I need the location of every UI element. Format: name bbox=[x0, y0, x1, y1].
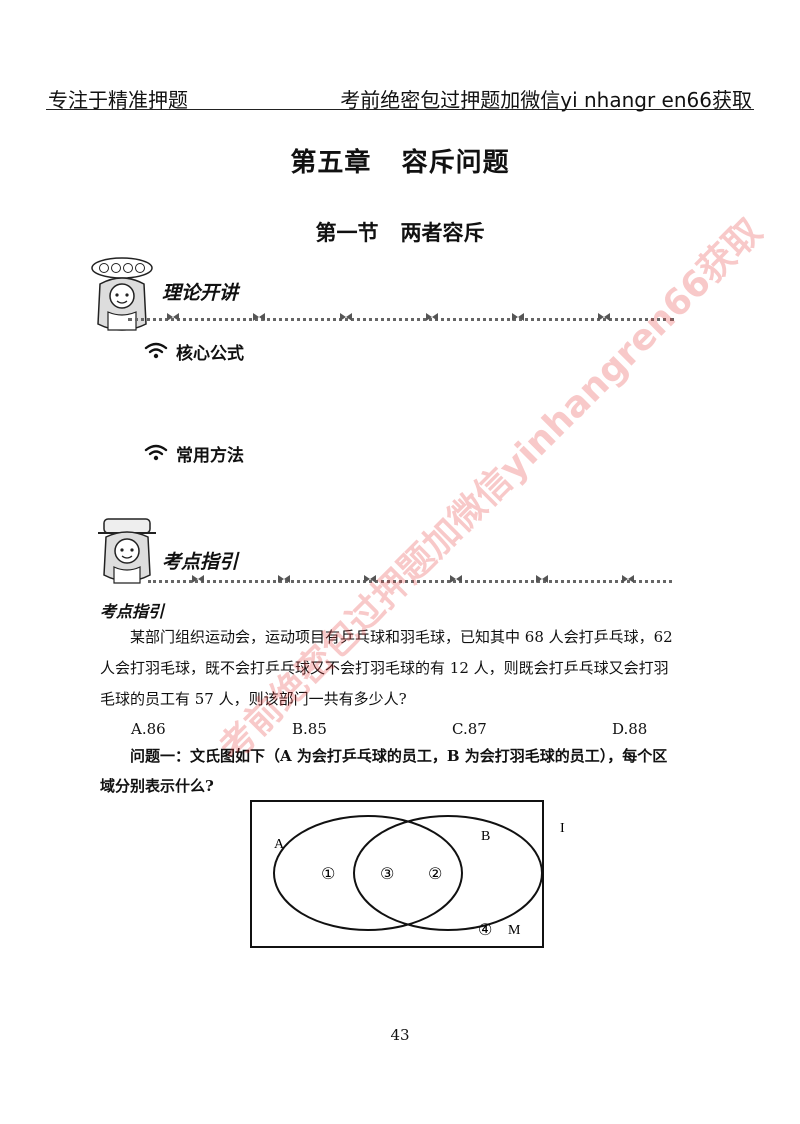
bow-icon bbox=[167, 313, 179, 321]
problem-line-3: 毛球的员工有 57 人，则该部门一共有多少人? bbox=[100, 690, 407, 708]
theory-banner-title: 理论开讲 bbox=[162, 282, 239, 304]
core-formula-heading: 核心公式 bbox=[176, 344, 244, 364]
label-m: M bbox=[508, 923, 521, 938]
region-3-label: ③ bbox=[380, 864, 394, 883]
universal-label-i: I bbox=[560, 821, 565, 836]
guide-mascot-icon bbox=[96, 515, 158, 587]
set-a-label: A bbox=[274, 837, 285, 852]
set-b-circle bbox=[353, 815, 543, 931]
problem-line-2: 人会打羽毛球，既不会打乒乓球又不会打羽毛球的有 12 人，则既会打乒乓球又会打羽 bbox=[100, 659, 669, 677]
choice-d: D.88 bbox=[612, 720, 648, 738]
bow-icon bbox=[278, 575, 290, 583]
question1-line-1: 问题一：文氏图如下（A 为会打乒乓球的员工，B 为会打羽毛球的员工），每个区 bbox=[130, 747, 668, 765]
guide-banner-title: 考点指引 bbox=[162, 551, 239, 573]
bow-icon bbox=[253, 313, 265, 321]
theory-mascot-icon bbox=[88, 254, 156, 336]
universal-set-rectangle bbox=[250, 800, 544, 948]
guide-subheading: 考点指引 bbox=[100, 602, 165, 621]
section-title: 第一节 两者容斥 bbox=[315, 220, 485, 245]
wifi-icon bbox=[144, 444, 168, 461]
question1-line-2: 域分别表示什么? bbox=[100, 777, 214, 795]
bow-icon bbox=[598, 313, 610, 321]
header-left-text: 专注于精准押题 bbox=[48, 88, 188, 112]
bow-icon bbox=[512, 313, 524, 321]
bow-icon bbox=[426, 313, 438, 321]
region-1-label: ① bbox=[321, 864, 335, 883]
header-divider bbox=[46, 109, 754, 110]
guide-dotted-rule bbox=[148, 580, 672, 583]
bow-icon bbox=[450, 575, 462, 583]
header-right-text: 考前绝密包过押题加微信yi nhangr en66获取 bbox=[340, 88, 752, 112]
region-2-label: ② bbox=[428, 864, 442, 883]
common-methods-heading: 常用方法 bbox=[176, 446, 244, 466]
wifi-icon bbox=[144, 342, 168, 359]
bow-icon bbox=[622, 575, 634, 583]
choice-b: B.85 bbox=[292, 720, 327, 738]
chapter-title: 第五章 容斥问题 bbox=[290, 148, 510, 178]
set-b-label: B bbox=[481, 829, 490, 844]
set-a-circle bbox=[273, 815, 463, 931]
bow-icon bbox=[340, 313, 352, 321]
page-number: 43 bbox=[390, 1026, 410, 1044]
bow-icon bbox=[536, 575, 548, 583]
theory-dotted-rule bbox=[128, 318, 674, 321]
bow-icon bbox=[364, 575, 376, 583]
problem-line-1: 某部门组织运动会，运动项目有乒乓球和羽毛球，已知其中 68 人会打乒乓球，62 bbox=[130, 628, 673, 646]
venn-diagram: A B I ① ② ③ ④ M bbox=[250, 800, 565, 948]
choice-a: A.86 bbox=[131, 720, 166, 738]
bow-icon bbox=[192, 575, 204, 583]
choice-c: C.87 bbox=[452, 720, 487, 738]
region-4-label: ④ bbox=[478, 920, 492, 939]
